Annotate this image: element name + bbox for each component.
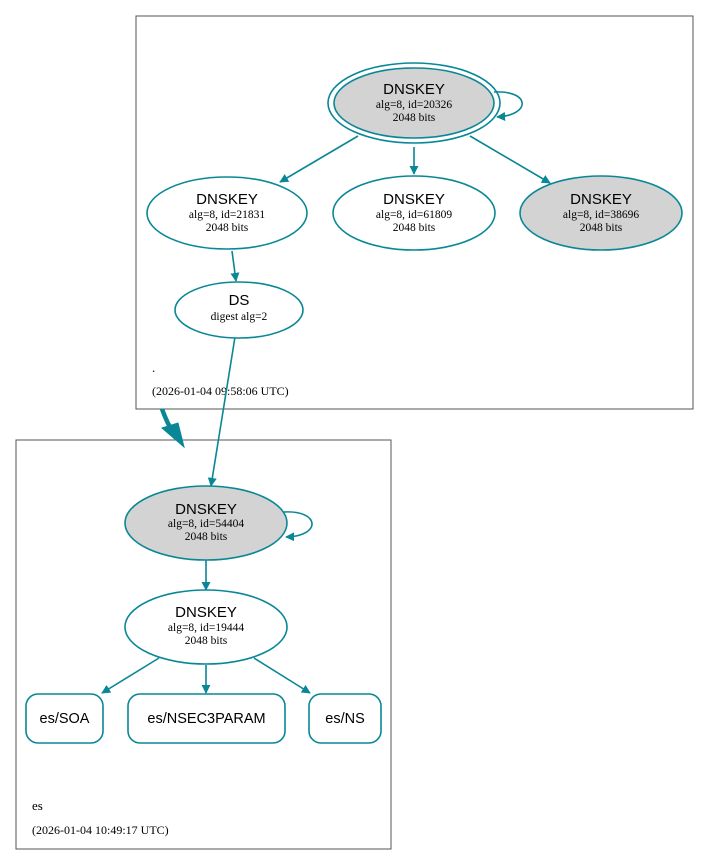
node-root-ksk-bits: 2048 bits	[393, 112, 436, 124]
rr-es-soa[interactable]: es/SOA	[25, 693, 104, 744]
rr-es-ns-label: es/NS	[325, 711, 365, 727]
node-root-ksk-alg: alg=8, id=20326	[376, 99, 452, 111]
rr-es-ns[interactable]: es/NS	[308, 693, 382, 744]
node-es-ksk-shape	[124, 485, 288, 561]
edges	[101, 91, 551, 694]
zone-root: . (2026-01-04 09:58:06 UTC)	[135, 15, 694, 410]
node-es-ksk-title: DNSKEY	[175, 501, 237, 518]
node-es-zsk-alg: alg=8, id=19444	[168, 622, 244, 634]
node-root-zsk3-title: DNSKEY	[570, 191, 632, 208]
node-root-zsk3-alg: alg=8, id=38696	[563, 209, 639, 221]
zone-root-name: .	[152, 360, 155, 375]
node-root-zsk1-title: DNSKEY	[196, 191, 258, 208]
edge-root-ksk-self	[493, 91, 523, 122]
delegation-arrow	[159, 408, 185, 449]
node-root-zsk3-shape	[519, 175, 683, 251]
node-root-zsk2-alg: alg=8, id=61809	[376, 209, 452, 221]
node-ds-shape	[174, 281, 304, 339]
rr-es-soa-label: es/SOA	[40, 711, 90, 727]
node-ds-digest: digest alg=2	[211, 311, 268, 323]
node-ds[interactable]: DS digest alg=2	[174, 281, 304, 339]
zone-root-border	[135, 15, 694, 410]
node-ds-title: DS	[229, 292, 250, 309]
node-es-zsk-shape	[124, 589, 288, 665]
node-root-zsk2-title: DNSKEY	[383, 191, 445, 208]
rr-es-ns-box	[308, 693, 382, 744]
node-root-zsk2[interactable]: DNSKEY alg=8, id=61809 2048 bits	[332, 175, 496, 251]
edge-es-ksk-self	[283, 511, 313, 542]
node-root-zsk3[interactable]: DNSKEY alg=8, id=38696 2048 bits	[519, 175, 683, 251]
node-root-zsk2-bits: 2048 bits	[393, 222, 436, 234]
rr-es-nsec3param[interactable]: es/NSEC3PARAM	[127, 693, 286, 744]
zone-es-name: es	[32, 798, 43, 813]
rr-es-nsec3param-box	[127, 693, 286, 744]
edge-es-zsk-to-ns	[253, 657, 311, 694]
node-root-zsk2-shape	[332, 175, 496, 251]
edge-es-zsk-to-soa	[101, 657, 160, 694]
node-root-zsk1-shape	[146, 176, 308, 250]
node-es-zsk-title: DNSKEY	[175, 604, 237, 621]
node-root-ksk-shape	[333, 67, 495, 139]
node-es-zsk[interactable]: DNSKEY alg=8, id=19444 2048 bits	[124, 589, 288, 665]
node-es-ksk-alg: alg=8, id=54404	[168, 518, 244, 530]
node-root-ksk-title: DNSKEY	[383, 81, 445, 98]
node-root-zsk1-alg: alg=8, id=21831	[189, 209, 265, 221]
zone-es-border	[15, 439, 392, 850]
node-es-ksk[interactable]: DNSKEY alg=8, id=54404 2048 bits	[124, 485, 288, 561]
node-root-ksk-outer-ring	[327, 62, 501, 144]
node-root-zsk3-bits: 2048 bits	[580, 222, 623, 234]
node-root-zsk1[interactable]: DNSKEY alg=8, id=21831 2048 bits	[146, 176, 308, 250]
edge-zsk1-to-ds	[230, 250, 240, 282]
edge-ds-to-es-ksk	[207, 336, 236, 487]
zone-root-timestamp: (2026-01-04 09:58:06 UTC)	[152, 384, 289, 398]
zone-es-timestamp: (2026-01-04 10:49:17 UTC)	[32, 823, 169, 837]
node-es-ksk-bits: 2048 bits	[185, 531, 228, 543]
delegation-arrow-head	[160, 422, 185, 449]
rr-es-nsec3param-label: es/NSEC3PARAM	[147, 711, 265, 727]
node-root-zsk1-bits: 2048 bits	[206, 222, 249, 234]
zone-es: es (2026-01-04 10:49:17 UTC)	[15, 439, 392, 850]
rr-es-soa-box	[25, 693, 104, 744]
node-es-zsk-bits: 2048 bits	[185, 635, 228, 647]
edge-root-ksk-to-zsk3	[469, 135, 551, 184]
node-root-ksk[interactable]: DNSKEY alg=8, id=20326 2048 bits	[327, 62, 501, 144]
edge-root-ksk-to-zsk1	[279, 135, 359, 183]
